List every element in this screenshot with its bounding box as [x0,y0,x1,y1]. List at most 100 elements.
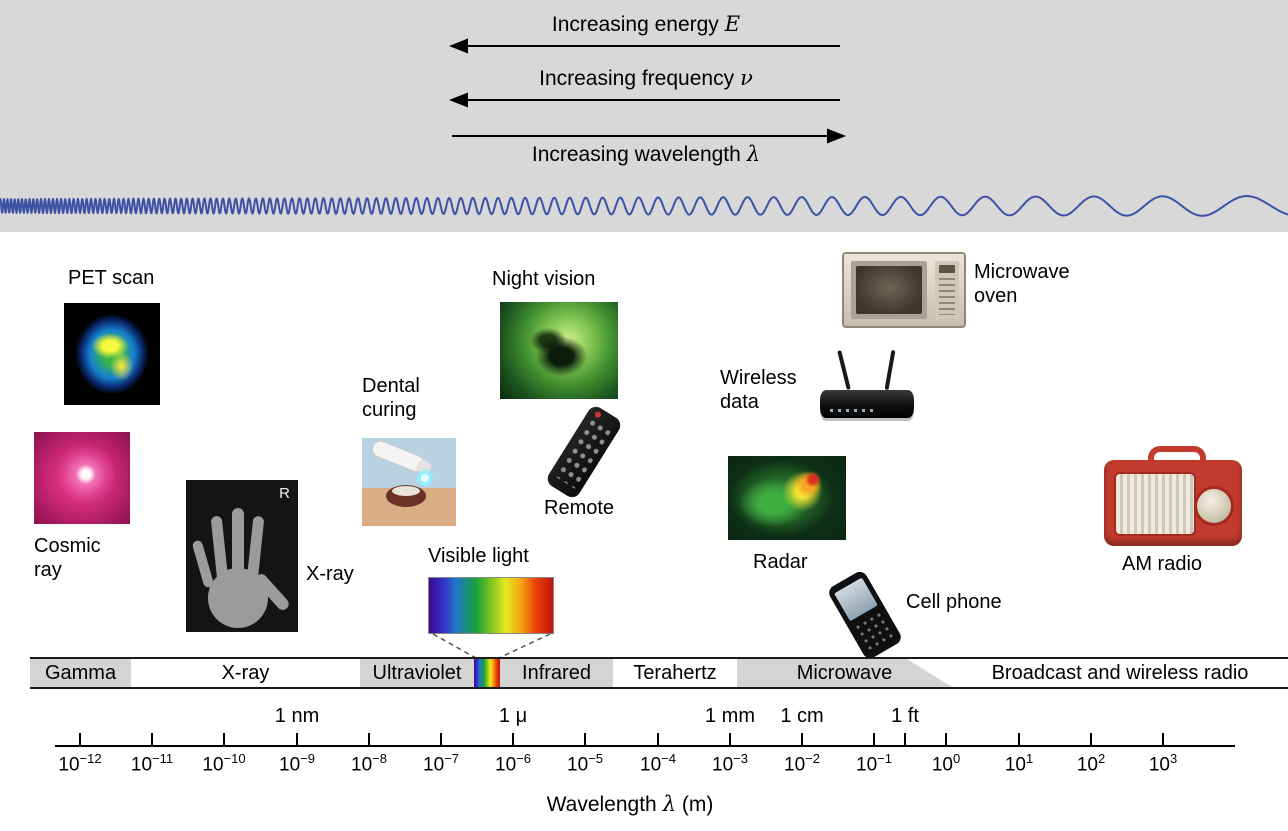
band-broadcast: Broadcast and wireless radio [952,659,1288,687]
axis-tick [1090,733,1092,746]
unit-mark-1ft: 1 ft [891,705,919,727]
tick-label: 10−8 [351,751,387,776]
energy-symbol: E [724,12,741,36]
wireless-router-image [818,348,918,430]
axis-tick [873,733,875,746]
left-arrowhead-icon [449,92,468,108]
radio-dial [1194,486,1234,526]
left-arrowhead-icon [449,38,468,54]
tick-label: 10−12 [58,751,102,776]
band-ultraviolet-label: Ultraviolet [372,661,462,684]
axis-tick [512,733,514,746]
band-terahertz-label: Terahertz [633,661,717,684]
microwave-oven-label: Microwave oven [974,261,1070,308]
wireless-data-label: Wireless data [720,367,797,414]
tick-label: 10−9 [279,751,315,776]
cell-phone-label: Cell phone [906,591,1002,613]
unit-mark-1cm: 1 cm [780,705,824,727]
axis-tick [729,733,731,746]
cosmic-ray-label: Cosmic ray [34,535,101,582]
axis-tick [79,733,81,746]
band-ultraviolet: Ultraviolet [360,659,474,687]
am-radio-label: AM radio [1122,553,1203,575]
axis-tick [584,733,586,746]
router-body [820,390,914,418]
night-vision-label: Night vision [492,268,596,290]
tick-label: 102 [1076,751,1106,776]
axis-tick [296,733,298,746]
router-antenna [884,349,896,391]
wavelength-axis-line [55,745,1235,747]
axis-tick [440,733,442,746]
tick-label: 10−10 [202,751,246,776]
band-terahertz: Terahertz [613,659,737,687]
band-microwave: Microwave [737,659,952,687]
xray-label: X-ray [306,563,354,585]
tick-label: 101 [1004,751,1034,776]
axis-title-lambda: λ [662,792,677,816]
tick-label: 10−11 [130,751,174,776]
microwave-window [856,266,922,314]
cell-phone-image [812,568,912,662]
axis-tick [657,733,659,746]
band-broadcast-label: Broadcast and wireless radio [991,661,1249,684]
remote-image [540,403,626,501]
increasing-energy-text: Increasing energy [551,13,719,36]
increasing-wavelength-text: Increasing wavelength [531,143,741,166]
phone-body [826,568,904,662]
pet-scan-label: PET scan [68,267,155,289]
axis-tick [151,733,153,746]
xray-hand-graphic [186,480,298,632]
band-gamma-label: Gamma [44,661,117,684]
visible-light-label: Visible light [428,545,529,567]
band-infrared: Infrared [500,659,613,687]
am-radio-image [1104,446,1242,546]
tick-label: 100 [931,751,961,776]
microwave-oven-image [842,252,966,332]
pet-scan-image [64,303,160,405]
radar-image [728,456,846,540]
axis-tick [223,733,225,746]
axis-tick [945,733,947,746]
visible-light-dashed-connectors [432,633,551,659]
tick-label: 10−5 [567,751,603,776]
band-visible-slice [474,659,500,687]
radio-body [1104,460,1242,546]
unit-mark-1nm: 1 nm [274,705,320,727]
band-microwave-label: Microwave [796,661,893,684]
spectrum-band-strip: Gamma X-ray Ultraviolet Infrared Teraher… [30,657,1288,689]
unit-mark-1micron: 1 μ [498,705,528,727]
wavelength-symbol: λ [746,142,761,166]
band-xray-label: X-ray [221,661,270,684]
remote-label: Remote [544,497,615,519]
axis-tick [1162,733,1164,746]
band-infrared-label: Infrared [522,661,591,684]
arrows-and-wave-graphic [0,38,1288,217]
axis-title-text: Wavelength [546,793,657,816]
xray-image: R [186,480,298,632]
cosmic-ray-image [34,432,130,524]
dental-curing-graphic [362,438,456,526]
remote-body [544,403,624,501]
right-arrowhead-icon [827,128,846,144]
microwave-control-panel [935,261,959,319]
tick-label: 10−3 [712,751,748,776]
router-antenna [837,350,851,390]
tick-label: 10−7 [423,751,459,776]
increasing-frequency-text: Increasing frequency [539,67,735,90]
dental-curing-label: Dental curing [362,375,420,422]
phone-keypad [852,609,897,654]
xray-r-marker: R [279,485,290,502]
microwave-body [842,252,966,328]
visible-light-spectrum-bar [428,577,554,634]
radar-label: Radar [753,551,808,573]
night-vision-image [500,302,618,399]
microwave-door [851,261,927,319]
tick-label: 103 [1148,751,1178,776]
axis-tick [801,733,803,746]
